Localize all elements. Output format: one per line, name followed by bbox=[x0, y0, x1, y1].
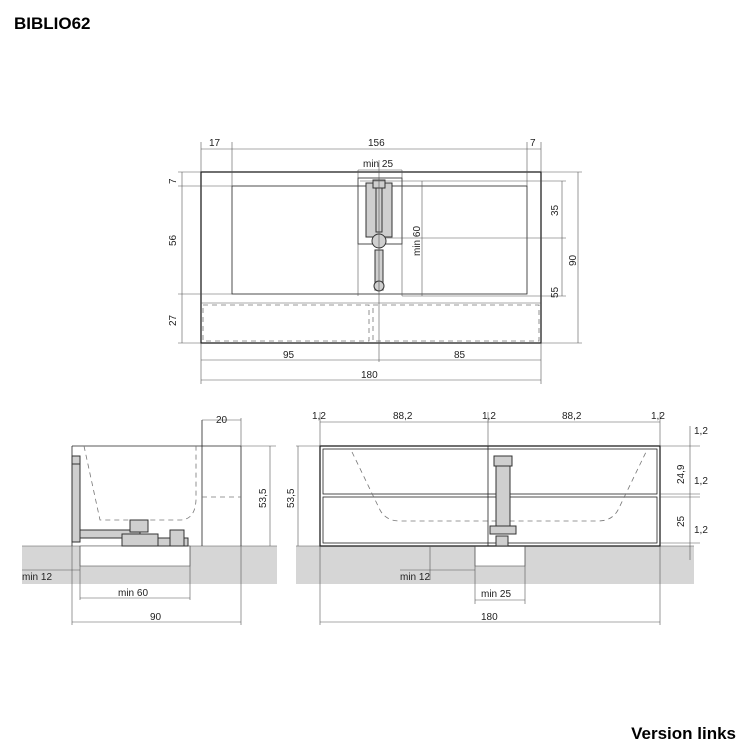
front-dim-1-2-left: 1,2 bbox=[312, 411, 326, 422]
top-dim-right-35: 35 bbox=[550, 204, 561, 216]
top-dim-left-56: 56 bbox=[168, 234, 179, 246]
drawing-title: BIBLIO62 bbox=[14, 14, 91, 33]
top-view-panel-right bbox=[372, 304, 540, 342]
front-dim-88-2-right: 88,2 bbox=[562, 411, 582, 422]
front-dim-right-1-2-top: 1,2 bbox=[694, 426, 708, 437]
front-dim-53-5: 53,5 bbox=[286, 488, 297, 508]
top-dim-right-90: 90 bbox=[568, 254, 579, 266]
top-dim-156: 156 bbox=[368, 138, 385, 149]
version-links-link[interactable]: Version links bbox=[631, 724, 736, 743]
faucet-top-view bbox=[357, 177, 403, 292]
side-dim-min-60: min 60 bbox=[118, 588, 148, 599]
side-basin-outline bbox=[83, 445, 197, 521]
front-dim-min-25: min 25 bbox=[481, 589, 511, 600]
side-dim-min-12: min 12 bbox=[22, 572, 52, 583]
front-dim-88-2-left: 88,2 bbox=[393, 411, 413, 422]
side-dim-53-5: 53,5 bbox=[258, 488, 269, 508]
front-dim-1-2-right: 1,2 bbox=[651, 411, 665, 422]
top-dim-left-7: 7 bbox=[168, 178, 179, 184]
top-view: 17 156 7 min 25 min 60 7 56 27 35 55 90 … bbox=[168, 138, 582, 384]
top-dim-180: 180 bbox=[361, 370, 378, 381]
front-dim-right-25: 25 bbox=[676, 515, 687, 527]
top-dim-right-55: 55 bbox=[550, 286, 561, 298]
top-dim-95: 95 bbox=[283, 350, 295, 361]
top-dim-85: 85 bbox=[454, 350, 466, 361]
side-view: 20 53,5 min 12 min 60 90 bbox=[22, 415, 277, 625]
top-view-panel-left bbox=[202, 304, 370, 342]
front-dim-right-1-2-bottom: 1,2 bbox=[694, 525, 708, 536]
top-dim-min-25: min 25 bbox=[363, 159, 393, 170]
top-dim-7: 7 bbox=[530, 138, 536, 149]
front-dim-180: 180 bbox=[481, 612, 498, 623]
front-view: 1,2 88,2 1,2 88,2 1,2 53,5 1,2 24,9 1,2 … bbox=[286, 411, 708, 625]
top-view-outline bbox=[200, 171, 542, 344]
top-dim-17: 17 bbox=[209, 138, 221, 149]
front-dim-right-1-2-mid: 1,2 bbox=[694, 476, 708, 487]
top-dim-min-60: min 60 bbox=[412, 226, 423, 256]
side-dim-20: 20 bbox=[216, 415, 228, 426]
front-view-outline bbox=[319, 445, 661, 547]
top-dim-left-27: 27 bbox=[168, 314, 179, 326]
front-dim-min-12: min 12 bbox=[400, 572, 430, 583]
front-dim-right-24-9: 24,9 bbox=[676, 464, 687, 484]
side-dim-90: 90 bbox=[150, 612, 162, 623]
front-dim-1-2-mid: 1,2 bbox=[482, 411, 496, 422]
